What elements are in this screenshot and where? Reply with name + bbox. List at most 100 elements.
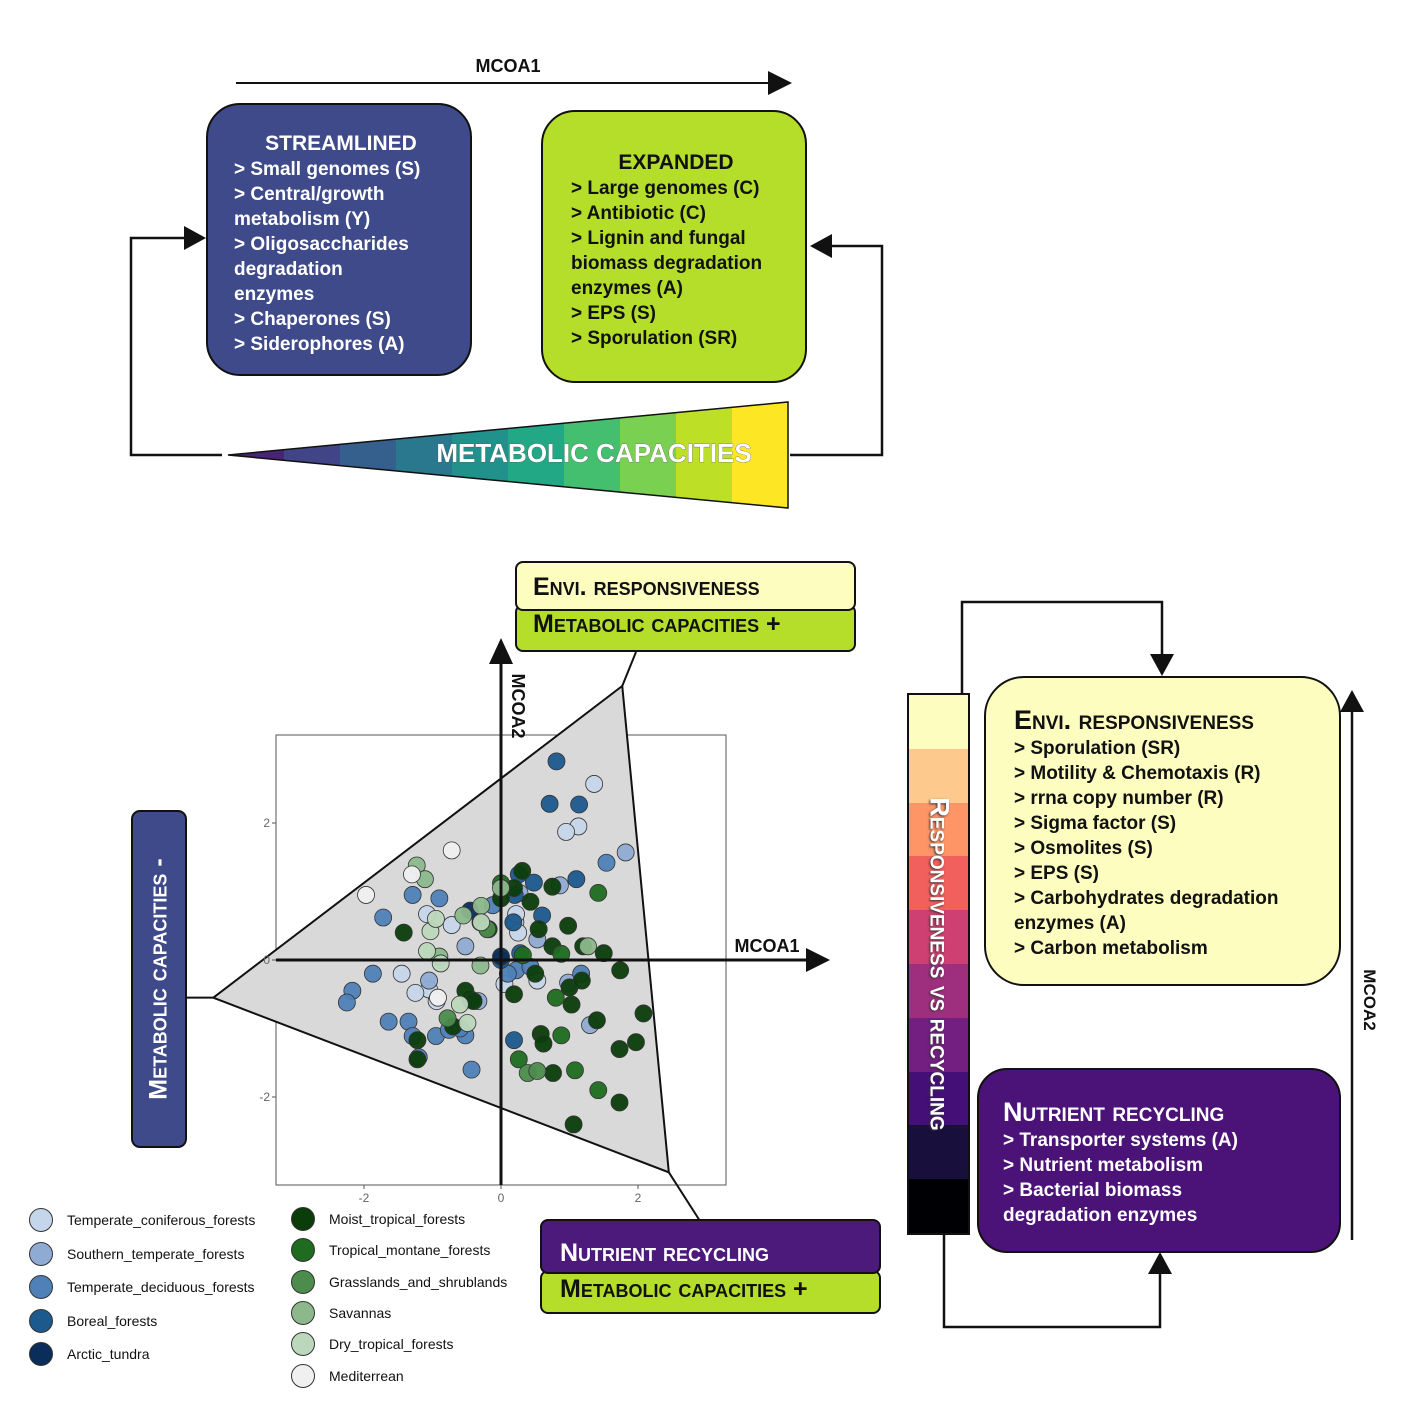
right-loop-connector	[790, 244, 884, 457]
legend-label: Moist_tropical_forests	[329, 1211, 466, 1227]
legend-swatch-icon	[291, 1300, 315, 1325]
data-point	[597, 853, 616, 872]
data-point	[634, 1004, 653, 1023]
data-point	[442, 841, 461, 860]
bar-band	[909, 1017, 968, 1072]
streamlined-title: STREAMLINED	[265, 132, 417, 155]
data-point	[594, 944, 613, 963]
legend-item: Southern_temperate_forests	[29, 1240, 244, 1268]
data-point	[505, 985, 523, 1004]
data-point	[357, 886, 375, 904]
wedge-band	[284, 402, 341, 508]
bar-band	[909, 802, 968, 857]
legend-item: Mediterrean	[291, 1362, 404, 1390]
y-tick-label: 0	[263, 953, 270, 967]
list-item: degradation	[234, 259, 343, 280]
legend-label: Tropical_montane_forests	[329, 1242, 491, 1259]
legend-swatch-icon	[29, 1275, 53, 1299]
data-point	[552, 944, 571, 963]
data-point	[408, 1050, 427, 1069]
bar-band	[909, 695, 968, 749]
data-point	[566, 1061, 584, 1080]
legend-item: Tropical_montane_forests	[291, 1236, 490, 1264]
list-item: > Central/growth	[234, 184, 385, 205]
legend-label: Mediterrean	[329, 1367, 404, 1384]
wedge-outline	[227, 401, 789, 509]
legend-swatch-icon	[291, 1238, 315, 1263]
list-item: enzymes (A)	[1014, 913, 1126, 934]
top-callout-connector	[621, 651, 637, 687]
legend-swatch-icon	[291, 1269, 315, 1294]
data-point	[394, 923, 413, 942]
left-loop-arrowhead-icon	[184, 226, 206, 250]
wedge-label: METABOLIC CAPACITIES	[436, 438, 751, 468]
x-tick-label: -2	[359, 1191, 370, 1205]
wedge-band	[732, 402, 788, 508]
legend-item: Boreal_forests	[29, 1307, 157, 1335]
data-point	[418, 942, 436, 960]
responsiveness-recycling-label: Responsiveness vs recycling	[924, 797, 954, 1131]
data-point	[472, 913, 491, 932]
top-callout-metabolic-label: Metabolic capacities +	[533, 610, 781, 638]
data-point	[557, 823, 575, 841]
data-point	[504, 913, 523, 932]
mcoa1-top-label: MCOA1	[475, 56, 540, 76]
expanded-title: EXPANDED	[618, 151, 734, 174]
mcoa2-right-arrowhead-icon	[1340, 690, 1364, 712]
legend-item: Temperate_coniferous_forests	[29, 1206, 255, 1234]
bar-band	[909, 963, 968, 1018]
legend-swatch-icon	[291, 1207, 315, 1231]
data-point	[588, 1011, 606, 1030]
list-item: enzymes	[234, 284, 315, 305]
data-point	[456, 937, 475, 956]
legend-item: Temperate_deciduous_forests	[29, 1273, 255, 1301]
list-item: > Carbohydrates degradation	[1014, 888, 1279, 909]
envi-responsiveness-list: > Sporulation (SR)> Motility & Chemotaxi…	[1014, 736, 1339, 961]
streamlined-box: STREAMLINED > Small genomes (S)> Central…	[206, 103, 472, 376]
legend-swatch-icon	[29, 1342, 53, 1366]
nutrient-recycling-title: Nutrient recycling	[1003, 1097, 1225, 1127]
top-loop-arrowhead-icon	[1150, 654, 1174, 676]
data-point	[589, 883, 608, 902]
bar-band	[909, 1179, 968, 1233]
wedge-band	[228, 402, 285, 508]
list-item: biomass degradation	[571, 253, 763, 274]
envi-responsiveness-title: Envi. responsiveness	[1014, 705, 1254, 735]
data-point	[374, 908, 393, 927]
bottom-loop-connector	[942, 1235, 1162, 1329]
legend-label: Arctic_tundra	[67, 1346, 150, 1362]
bottom-loop-arrowhead-icon	[1148, 1252, 1172, 1274]
top-diagram: MCOA1 METABOLIC CAPACITIES	[129, 56, 884, 509]
expanded-box: EXPANDED > Large genomes (C)> Antibiotic…	[541, 110, 807, 383]
nutrient-recycling-list: > Transporter systems (A)> Nutrient meta…	[1003, 1128, 1339, 1228]
data-point	[379, 1012, 398, 1031]
list-item: > Sporulation (SR)	[571, 328, 738, 349]
legend-label: Savannas	[329, 1304, 392, 1321]
data-point	[458, 1014, 477, 1032]
data-point	[616, 843, 635, 862]
legend-swatch-icon	[29, 1241, 53, 1266]
data-point	[403, 886, 422, 904]
list-item: metabolism (Y)	[234, 209, 371, 230]
data-point	[505, 1031, 523, 1050]
legend-swatch-icon	[291, 1332, 315, 1357]
data-point	[462, 1060, 481, 1079]
legend-item: Dry_tropical_forests	[291, 1330, 454, 1358]
list-item: > rrna copy number (R)	[1014, 788, 1224, 809]
bar-band	[909, 1125, 968, 1180]
data-point	[564, 1115, 583, 1134]
data-point	[442, 916, 461, 934]
data-point	[431, 954, 450, 973]
data-point	[427, 909, 445, 928]
legend-item: Grasslands_and_shrublands	[291, 1268, 507, 1296]
legend-item: Arctic_tundra	[29, 1340, 149, 1368]
data-point	[534, 1034, 553, 1053]
data-point	[552, 1026, 571, 1045]
data-point	[513, 862, 532, 880]
responsiveness-recycling-bar: Responsiveness vs recycling	[907, 693, 970, 1235]
list-item: > Large genomes (C)	[571, 178, 760, 199]
mcoa2-right-label: MCOA2	[1360, 969, 1379, 1030]
y-tick-label: -2	[259, 1090, 270, 1104]
y-tick-label: 2	[263, 816, 270, 830]
